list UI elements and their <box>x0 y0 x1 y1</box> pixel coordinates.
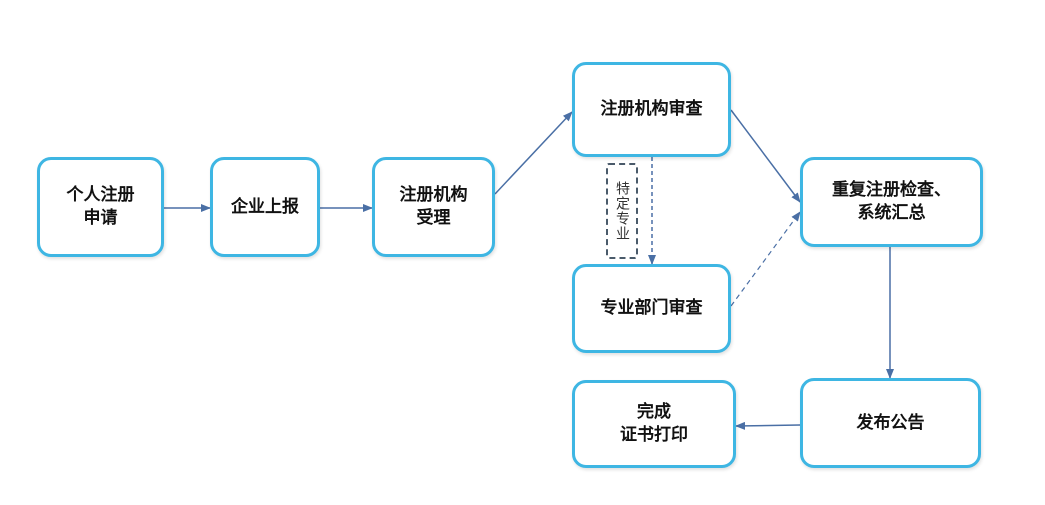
node-publish: 发布公告 <box>800 378 981 468</box>
arrow-publish-to-complete <box>735 421 801 430</box>
node-enterprise-report: 企业上报 <box>210 157 320 257</box>
node-complete-print-label: 完成 证书打印 <box>620 402 688 445</box>
specific-major-label: 特定专业 <box>614 181 630 241</box>
arrow-accept-to-review <box>494 111 573 195</box>
node-agency-accept-label: 注册机构 受理 <box>399 185 468 228</box>
node-publish-label: 发布公告 <box>856 412 925 433</box>
node-agency-review-label: 注册机构审查 <box>600 99 703 119</box>
node-department-review: 专业部门审查 <box>572 264 731 353</box>
node-duplicate-check-label: 重复注册检查、 系统汇总 <box>832 180 951 223</box>
specific-major-note: 特定专业 <box>606 163 638 259</box>
node-agency-accept: 注册机构 受理 <box>372 157 495 257</box>
arrow-review-to-duplicate-check <box>730 109 801 203</box>
node-complete-print: 完成 证书打印 <box>572 380 736 468</box>
arrow-department-to-duplicate-check-dashed <box>730 211 801 307</box>
node-enterprise-report-label: 企业上报 <box>231 196 299 217</box>
node-agency-review: 注册机构审查 <box>572 62 731 157</box>
node-department-review-label: 专业部门审查 <box>600 298 703 318</box>
node-personal-registration: 个人注册 申请 <box>37 157 164 257</box>
node-personal-registration-label: 个人注册 申请 <box>66 185 135 228</box>
node-duplicate-check: 重复注册检查、 系统汇总 <box>800 157 983 247</box>
